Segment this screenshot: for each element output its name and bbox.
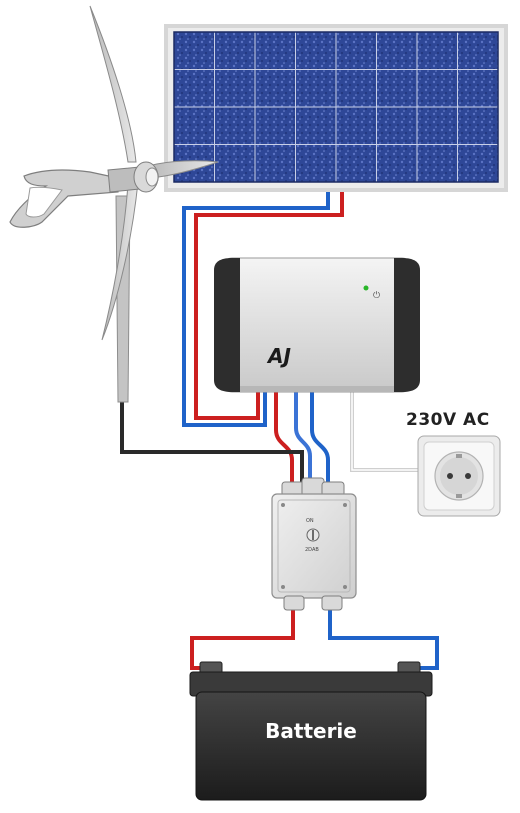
solar-panel-icon bbox=[164, 24, 508, 192]
junction-box-icon: ON 2DAB bbox=[271, 477, 357, 611]
ac-output-label: 230V AC bbox=[406, 410, 490, 430]
ac-wire bbox=[350, 392, 420, 472]
solar-negative-wire bbox=[182, 190, 330, 427]
wind-turbine-icon bbox=[9, 5, 219, 403]
wiring bbox=[120, 190, 439, 670]
switch-mode-label: 2DAB bbox=[305, 547, 319, 553]
status-led bbox=[363, 285, 369, 291]
battery-positive-wire bbox=[190, 605, 295, 670]
controller-positive-wire bbox=[274, 390, 294, 488]
battery-icon: Batterie bbox=[189, 661, 433, 801]
power-icon: ⏻ bbox=[373, 290, 380, 301]
controller-brand-logo: AJ bbox=[266, 344, 291, 368]
charge-controller: ⏻ AJ bbox=[214, 257, 420, 393]
switch-on-label: ON bbox=[306, 518, 314, 524]
controller-right-bracket bbox=[394, 258, 420, 392]
controller-left-bracket bbox=[214, 258, 240, 392]
battery-negative-wire bbox=[328, 605, 439, 670]
power-socket-icon bbox=[417, 435, 501, 517]
controller-negative-wire bbox=[310, 390, 330, 488]
turbine-wire bbox=[120, 400, 304, 488]
solar-positive-wire bbox=[194, 190, 344, 420]
battery-label: Batterie bbox=[265, 719, 357, 743]
